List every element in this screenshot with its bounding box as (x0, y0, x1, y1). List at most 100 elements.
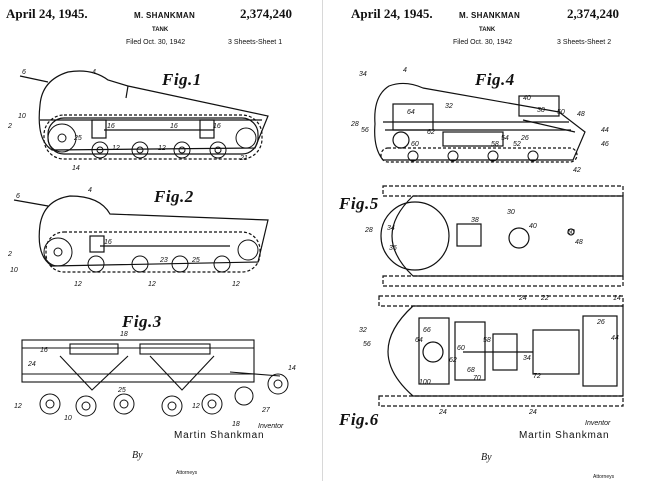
ref-numeral: 25 (117, 387, 126, 394)
ref-numeral: 48 (575, 239, 583, 246)
ref-numeral: 4 (403, 67, 407, 74)
invention-title: TANK (479, 27, 496, 33)
ref-numeral: 16 (170, 123, 178, 130)
fig6-horizontal-section (378, 295, 624, 407)
inventor-label: Inventor (585, 420, 611, 427)
attorney-by: By (132, 450, 143, 461)
ref-numeral: 12 (112, 145, 120, 152)
ref-numeral: 16 (104, 239, 112, 246)
figure-label-4: Fig.4 (475, 70, 515, 89)
fig4-sectional-view (374, 82, 586, 163)
inventor-signature: Martin Shankman (174, 430, 265, 441)
ref-numeral: 16 (107, 123, 115, 130)
ref-numeral: 34 (387, 225, 395, 232)
ref-numeral: 12 (192, 403, 200, 410)
sheet-1-drawings: 6 4 2 10 16 16 16 12 12 14 25 21 (7, 69, 296, 428)
fig4-reference-numerals: 34 4 56 64 32 40 30 50 48 28 62 60 58 54… (350, 67, 609, 174)
attorney-by: By (481, 452, 492, 463)
ref-numeral: 62 (449, 357, 457, 364)
ref-numeral: 34 (523, 355, 531, 362)
ref-numeral: 12 (232, 281, 240, 288)
ref-numeral: 60 (411, 141, 419, 148)
ref-numeral: 12 (14, 403, 22, 410)
ref-numeral: 56 (363, 341, 371, 348)
figure-label-2: Fig.2 (154, 187, 194, 206)
ref-numeral: 18 (232, 421, 240, 428)
inventor-header: M. SHANKMAN (134, 11, 196, 20)
ref-numeral: 36 (389, 245, 397, 252)
ref-numeral: 68 (467, 367, 475, 374)
ref-numeral: 6 (16, 193, 20, 200)
fig5-reference-numerals: 28 34 36 38 30 40 50 48 (364, 209, 583, 252)
ref-numeral: 30 (537, 107, 545, 114)
figure-label-3: Fig.3 (122, 312, 162, 331)
sheet-divider (322, 0, 323, 481)
ref-numeral: 34 (359, 71, 367, 78)
figure-label-1: Fig.1 (162, 70, 202, 89)
ref-numeral: 12 (74, 281, 82, 288)
ref-numeral: 24 (518, 295, 527, 302)
ref-numeral: 38 (471, 217, 479, 224)
ref-numeral: 12 (148, 281, 156, 288)
ref-numeral: 66 (423, 327, 431, 334)
ref-numeral: 48 (577, 111, 585, 118)
patent-date: April 24, 1945. (351, 6, 433, 21)
fig6-reference-numerals: 24 22 14 32 56 66 64 60 62 58 34 44 26 1… (359, 295, 621, 416)
ref-numeral: 10 (18, 113, 26, 120)
fig3-chassis-detail (21, 339, 289, 417)
ref-numeral: 52 (513, 141, 521, 148)
inventor-header: M. SHANKMAN (459, 11, 521, 20)
ref-numeral: 14 (613, 295, 621, 302)
patent-number: 2,374,240 (567, 6, 619, 21)
ref-numeral: 10 (10, 267, 18, 274)
patent-date: April 24, 1945. (6, 6, 88, 21)
invention-title: TANK (152, 27, 169, 33)
ref-numeral: 58 (483, 337, 491, 344)
ref-numeral: 16 (40, 347, 48, 354)
ref-numeral: 72 (533, 373, 541, 380)
inventor-label: Inventor (258, 423, 284, 430)
ref-numeral: 58 (491, 141, 499, 148)
patent-number: 2,374,240 (240, 6, 292, 21)
ref-numeral: 28 (364, 227, 373, 234)
ref-numeral: 64 (407, 109, 415, 116)
attorney-label: Attorneys (593, 474, 615, 480)
sheet-2-drawings: 34 4 56 64 32 40 30 50 48 28 62 60 58 54… (350, 67, 624, 416)
ref-numeral: 28 (350, 121, 359, 128)
ref-numeral: 62 (427, 129, 435, 136)
ref-numeral: 18 (120, 331, 128, 338)
ref-numeral: 40 (523, 95, 531, 102)
ref-numeral: 14 (288, 365, 296, 372)
fig2-tank-side-view (13, 195, 269, 273)
ref-numeral: 46 (601, 141, 609, 148)
ref-numeral: 24 (27, 361, 36, 368)
ref-numeral: 14 (72, 165, 80, 172)
ref-numeral: 26 (520, 135, 529, 142)
ref-numeral: 10 (64, 415, 72, 422)
ref-numeral: 42 (573, 167, 581, 174)
ref-numeral: 60 (457, 345, 465, 352)
ref-numeral: 2 (7, 251, 12, 258)
ref-numeral: 12 (158, 145, 166, 152)
ref-numeral: 54 (501, 135, 509, 142)
ref-numeral: 64 (415, 337, 423, 344)
attorney-label: Attorneys (176, 470, 198, 476)
inventor-signature: Martin Shankman (519, 430, 610, 441)
ref-numeral: 56 (361, 127, 369, 134)
sheet-count: 3 Sheets-Sheet 2 (557, 39, 612, 46)
fig2-reference-numerals: 6 4 2 10 16 12 12 12 23 25 (7, 187, 240, 288)
ref-numeral: 22 (540, 295, 549, 302)
ref-numeral: 44 (601, 127, 609, 134)
ref-numeral: 21 (239, 155, 248, 162)
ref-numeral: 25 (73, 135, 82, 142)
ref-numeral: 44 (611, 335, 619, 342)
ref-numeral: 26 (596, 319, 605, 326)
fig1-reference-numerals: 6 4 2 10 16 16 16 12 12 14 25 21 (7, 69, 248, 172)
ref-numeral: 30 (507, 209, 515, 216)
sheet-count: 3 Sheets-Sheet 1 (228, 39, 283, 46)
fig3-reference-numerals: 16 18 24 25 12 12 10 14 27 18 (14, 331, 296, 428)
ref-numeral: 4 (92, 69, 96, 76)
ref-numeral: 24 (438, 409, 447, 416)
figure-label-5: Fig.5 (339, 194, 379, 213)
ref-numeral: 6 (22, 69, 26, 76)
